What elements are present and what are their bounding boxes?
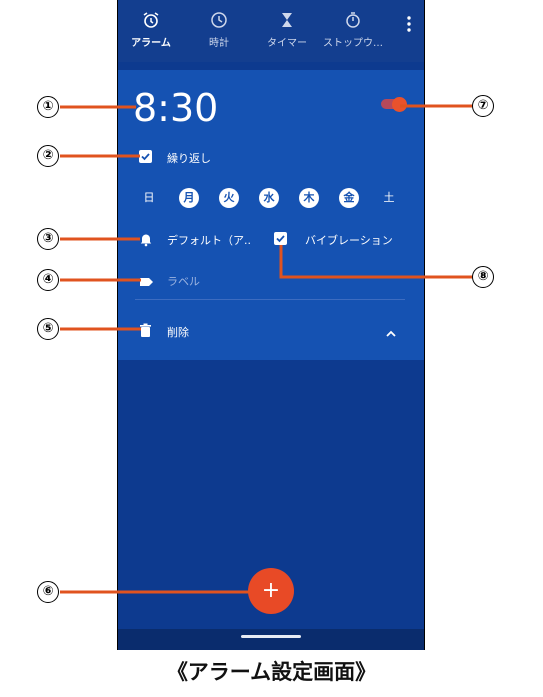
repeat-label: 繰り返し (167, 152, 211, 165)
tab-label: アラーム (131, 38, 171, 49)
alarm-toggle-knob[interactable] (392, 97, 407, 112)
day-tue[interactable]: 火 (219, 188, 239, 208)
callout-6: ⑥ (37, 581, 59, 603)
day-mon[interactable]: 月 (179, 188, 199, 208)
clock-icon (189, 10, 249, 30)
callout-3: ③ (37, 228, 59, 250)
screen-caption: 《アラーム設定画面》 (166, 660, 377, 684)
hourglass-icon (257, 10, 317, 30)
label-field[interactable]: ラベル (167, 275, 200, 288)
tab-clock[interactable]: 時計 (189, 10, 249, 49)
day-sat[interactable]: 土 (383, 191, 395, 204)
repeat-checkbox[interactable] (139, 150, 152, 163)
tab-stopwatch[interactable]: ストップウ… (323, 10, 383, 49)
home-gesture-bar[interactable] (241, 635, 301, 638)
vibration-label: バイブレーション (305, 234, 393, 247)
tab-bar: アラーム 時計 タイマー ストップウ… (117, 0, 425, 62)
day-sun[interactable]: 日 (143, 191, 155, 204)
callout-5: ⑤ (37, 318, 59, 340)
phone-screen: アラーム 時計 タイマー ストップウ… 8:30 (117, 0, 425, 650)
divider (135, 299, 405, 300)
alarm-toggle[interactable] (381, 99, 401, 109)
stopwatch-icon (323, 10, 383, 30)
tab-label: ストップウ… (323, 38, 383, 49)
trash-icon[interactable] (139, 323, 152, 342)
day-thu[interactable]: 木 (299, 188, 319, 208)
tab-label: タイマー (267, 38, 307, 49)
callout-8: ⑧ (472, 266, 494, 288)
callout-2: ② (37, 145, 59, 167)
tab-timer[interactable]: タイマー (257, 10, 317, 49)
callout-1: ① (37, 96, 59, 118)
label-tag-icon (139, 273, 154, 292)
chevron-up-icon[interactable] (385, 324, 397, 343)
alarm-time[interactable]: 8:30 (133, 86, 219, 130)
day-wed[interactable]: 水 (259, 188, 279, 208)
callout-4: ④ (37, 269, 59, 291)
system-nav-bar (117, 629, 425, 650)
vibration-checkbox[interactable] (274, 232, 287, 245)
day-fri[interactable]: 金 (339, 188, 359, 208)
alarm-clock-icon (121, 10, 181, 30)
more-options-icon[interactable] (403, 14, 415, 34)
add-alarm-button[interactable]: + (248, 568, 294, 614)
bell-icon (139, 232, 153, 251)
callout-7: ⑦ (472, 95, 494, 117)
tab-label: 時計 (209, 38, 229, 49)
tab-alarm[interactable]: アラーム (121, 10, 181, 49)
delete-button[interactable]: 削除 (167, 326, 189, 339)
ringtone-selector[interactable]: デフォルト（ア.. (167, 234, 251, 247)
alarm-card: 8:30 繰り返し 日 月 火 水 木 金 土 デフォルト（ア.. バイブレーシ… (117, 70, 425, 360)
